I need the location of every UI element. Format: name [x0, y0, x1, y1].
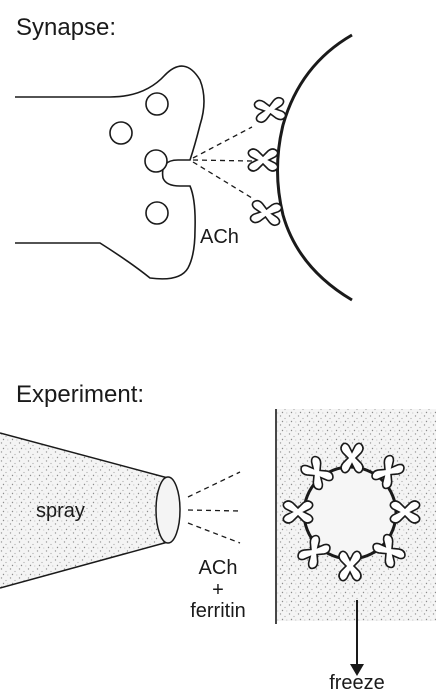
- receptor: [248, 149, 277, 171]
- vesicle-fusing: [145, 150, 167, 172]
- spray-label: spray: [36, 500, 85, 523]
- synapse-section: [15, 35, 352, 300]
- postsynaptic-membrane: [278, 35, 353, 300]
- vesicle: [146, 93, 168, 115]
- vesicle: [110, 122, 132, 144]
- experiment-heading: Experiment:: [16, 381, 144, 409]
- receptor: [250, 200, 282, 226]
- spray-nozzle: [156, 477, 180, 543]
- vesicle: [146, 202, 168, 224]
- experiment-ach-label: ACh: [192, 557, 244, 580]
- nerve-terminal: [15, 66, 204, 279]
- receptor: [254, 97, 286, 123]
- ach-release-lines: [193, 127, 252, 198]
- synapse-heading: Synapse:: [16, 14, 116, 42]
- experiment-plus-label: +: [192, 579, 244, 602]
- spray-lines: [188, 472, 240, 543]
- experiment-section: [0, 409, 436, 676]
- synapse-ach-label: ACh: [200, 226, 239, 249]
- freeze-label: freeze: [320, 672, 394, 695]
- experiment-ferritin-label: ferritin: [180, 600, 256, 623]
